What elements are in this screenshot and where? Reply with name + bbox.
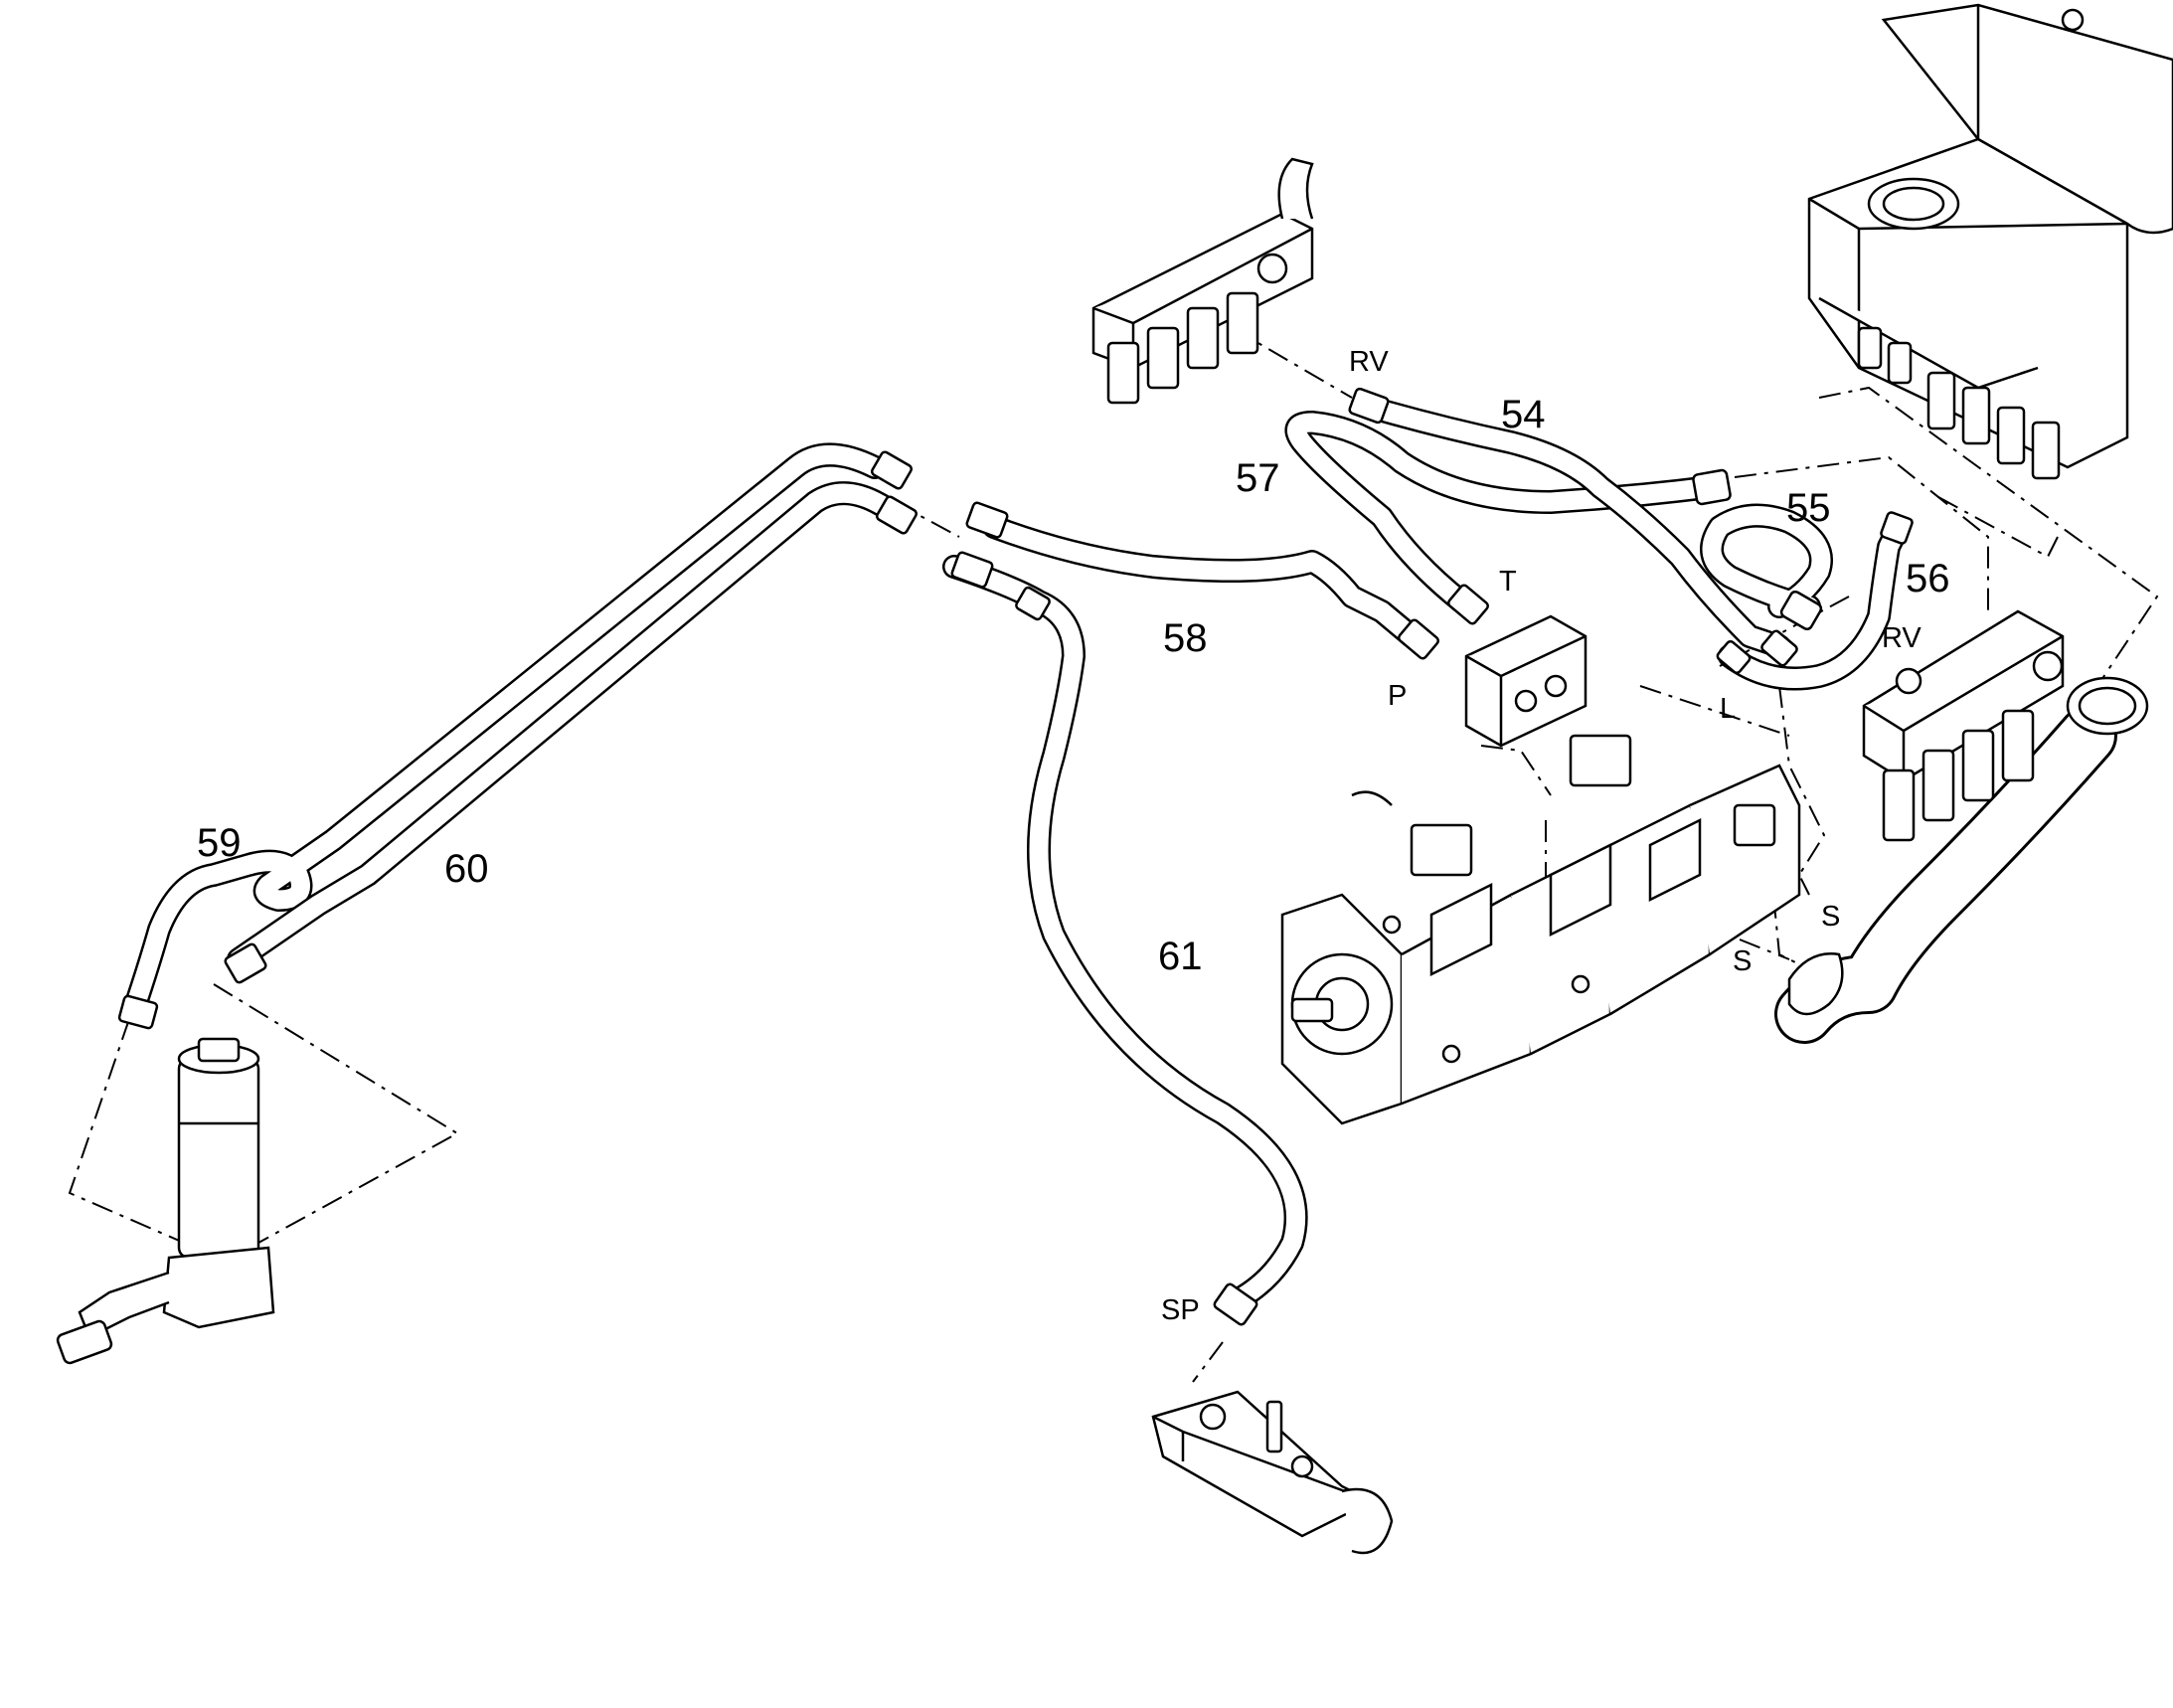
port-rv-top: RV — [1349, 346, 1389, 378]
label-56: 56 — [1906, 557, 1950, 600]
hose-fittings — [117, 387, 1914, 1326]
label-57: 57 — [1236, 456, 1280, 500]
valve-block-center — [1464, 614, 1588, 748]
hose-55 — [1700, 503, 1833, 618]
hose-61 — [942, 555, 1308, 1314]
label-58: 58 — [1163, 616, 1208, 660]
label-54: 54 — [1501, 393, 1546, 436]
labels: 54 55 56 57 58 59 60 61 RV RV T P L S S … — [197, 346, 1950, 1326]
filter-assembly — [56, 1037, 275, 1365]
hose-58 — [982, 515, 1423, 648]
port-s-upper: S — [1821, 901, 1840, 933]
hose-54 — [1360, 396, 1791, 658]
valve-block-upper — [1091, 157, 1314, 405]
hose-57 — [1284, 411, 1722, 613]
suction-fitting — [1787, 676, 2149, 1016]
port-rv-right: RV — [1882, 622, 1922, 654]
label-61: 61 — [1158, 935, 1203, 978]
hose-60 — [227, 481, 897, 971]
label-60: 60 — [444, 847, 489, 891]
valve-block-bottom — [1151, 1390, 1394, 1555]
port-t: T — [1499, 566, 1517, 598]
hose-56 — [1718, 515, 1911, 691]
port-s-lower: S — [1733, 945, 1752, 977]
port-sp: SP — [1161, 1294, 1200, 1326]
pump-assembly — [1280, 734, 1801, 1125]
hydraulic-tank — [1807, 3, 2173, 480]
label-55: 55 — [1786, 486, 1831, 530]
port-p: P — [1388, 680, 1407, 712]
hose-59 — [122, 442, 887, 1021]
suction-hose — [1774, 706, 2117, 1044]
valve-block-right — [1862, 609, 2065, 842]
label-59: 59 — [197, 821, 242, 865]
port-l: L — [1720, 693, 1736, 725]
